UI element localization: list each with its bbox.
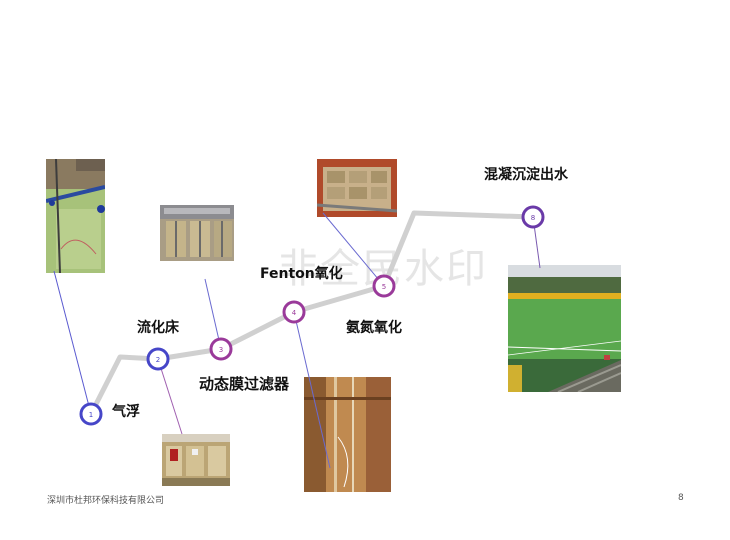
step-node-3: 3 — [209, 337, 233, 361]
leader-line-2 — [157, 358, 183, 435]
step-number-5: 5 — [382, 283, 386, 291]
step-node-8: 8 — [521, 205, 545, 229]
photo-fenton-reactor — [304, 377, 391, 492]
step-node-4: 4 — [282, 300, 306, 324]
leader-line-4 — [293, 311, 331, 469]
leader-line-3 — [204, 278, 222, 350]
photo-flotation — [46, 159, 105, 273]
footer-company: 深圳市杜邦环保科技有限公司 — [47, 496, 165, 506]
step-number-4: 4 — [292, 309, 297, 317]
photo-membrane-filter — [160, 205, 234, 261]
step-label-flotation: 气浮 — [112, 404, 140, 420]
leader-line-5 — [322, 212, 385, 287]
photo-sedimentation-pool — [508, 265, 621, 392]
step-number-2: 2 — [156, 356, 160, 364]
leader-line-1 — [53, 270, 92, 415]
step-label-membrane-filter: 动态膜过滤器 — [199, 375, 290, 393]
flow-path — [88, 210, 534, 416]
step-node-1: 1 — [79, 402, 103, 426]
photo-fluidized-bed — [162, 434, 230, 486]
page-number: 8 — [678, 493, 684, 503]
step-number-8: 8 — [531, 214, 535, 222]
step-node-5: 5 — [372, 274, 396, 298]
step-label-fenton: Fenton氧化 — [260, 266, 343, 282]
step-node-2: 2 — [146, 347, 170, 371]
step-label-sedimentation: 混凝沉淀出水 — [484, 167, 568, 183]
step-number-3: 3 — [219, 346, 223, 354]
step-number-1: 1 — [89, 411, 93, 419]
step-label-ammonia-oxidation: 氨氮氧化 — [346, 320, 402, 336]
photo-ammonia-tank — [317, 159, 397, 217]
step-label-fluidized-bed: 流化床 — [137, 320, 179, 336]
